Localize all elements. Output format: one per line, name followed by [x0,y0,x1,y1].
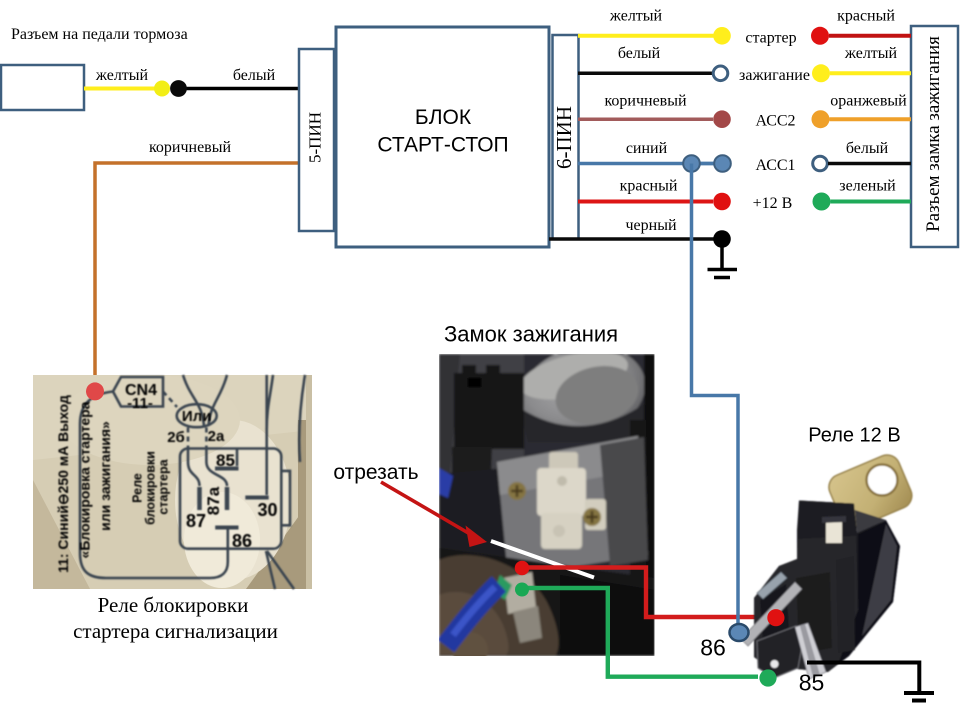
svg-text:Или: Или [182,408,212,425]
svg-text:красный: красный [620,178,678,195]
svg-text:коричневый: коричневый [149,139,232,156]
svg-text:черный: черный [625,217,676,234]
svg-text:белый: белый [846,140,889,157]
svg-text:Реле блокировки: Реле блокировки [98,593,249,617]
svg-text:2б: 2б [167,429,185,446]
svg-text:Разъем на педали тормоза: Разъем на педали тормоза [11,26,188,43]
svg-text:АСС1: АСС1 [755,157,795,174]
svg-text:стартера сигнализации: стартера сигнализации [73,619,278,643]
svg-text:синий: синий [626,140,668,157]
svg-text:оранжевый: оранжевый [830,93,907,110]
svg-text:зеленый: зеленый [839,178,896,195]
svg-text:белый: белый [233,67,276,84]
svg-text:зажигание: зажигание [739,67,810,84]
svg-text:86: 86 [232,531,252,551]
svg-text:Реле: Реле [131,473,145,503]
svg-text:Реле 12 В: Реле 12 В [808,425,900,447]
svg-text:блокировки: блокировки [144,451,158,525]
svg-text:Разъем замка зажигания: Разъем замка зажигания [923,36,944,232]
svg-text:или зажигания»: или зажигания» [97,421,113,531]
svg-text:87а: 87а [204,486,223,515]
svg-text:86: 86 [700,635,726,661]
svg-text:белый: белый [618,45,661,62]
svg-text:30: 30 [257,500,277,520]
svg-text:желтый: желтый [609,8,663,25]
svg-text:Замок зажигания: Замок зажигания [444,322,618,347]
svg-text:85: 85 [799,670,825,696]
svg-text:5-ПИН: 5-ПИН [305,112,324,163]
svg-text:СТАРТ-СТОП: СТАРТ-СТОП [377,134,508,157]
svg-text:желтый: желтый [95,67,149,84]
svg-text:красный: красный [837,8,895,25]
svg-text:отрезать: отрезать [333,461,418,484]
svg-text:желтый: желтый [844,45,898,62]
svg-text:2а: 2а [208,428,225,445]
svg-text:87: 87 [186,511,206,531]
svg-text:11: Синий⊖250 мА Выход: 11: Синий⊖250 мА Выход [55,395,71,573]
svg-text:-11-: -11- [127,395,153,412]
svg-text:стартер: стартер [745,29,796,46]
svg-text:CN4: CN4 [125,382,157,399]
svg-text:6-ПИН: 6-ПИН [552,106,576,169]
svg-text:АСС2: АСС2 [755,113,795,130]
svg-text:85: 85 [216,451,235,470]
svg-text:+12 В: +12 В [753,195,793,212]
svg-text:стартера: стартера [157,458,171,514]
svg-text:«Блокировка стартера: «Блокировка стартера [77,401,93,558]
svg-text:БЛОК: БЛОК [415,106,472,129]
svg-text:коричневый: коричневый [604,93,687,110]
